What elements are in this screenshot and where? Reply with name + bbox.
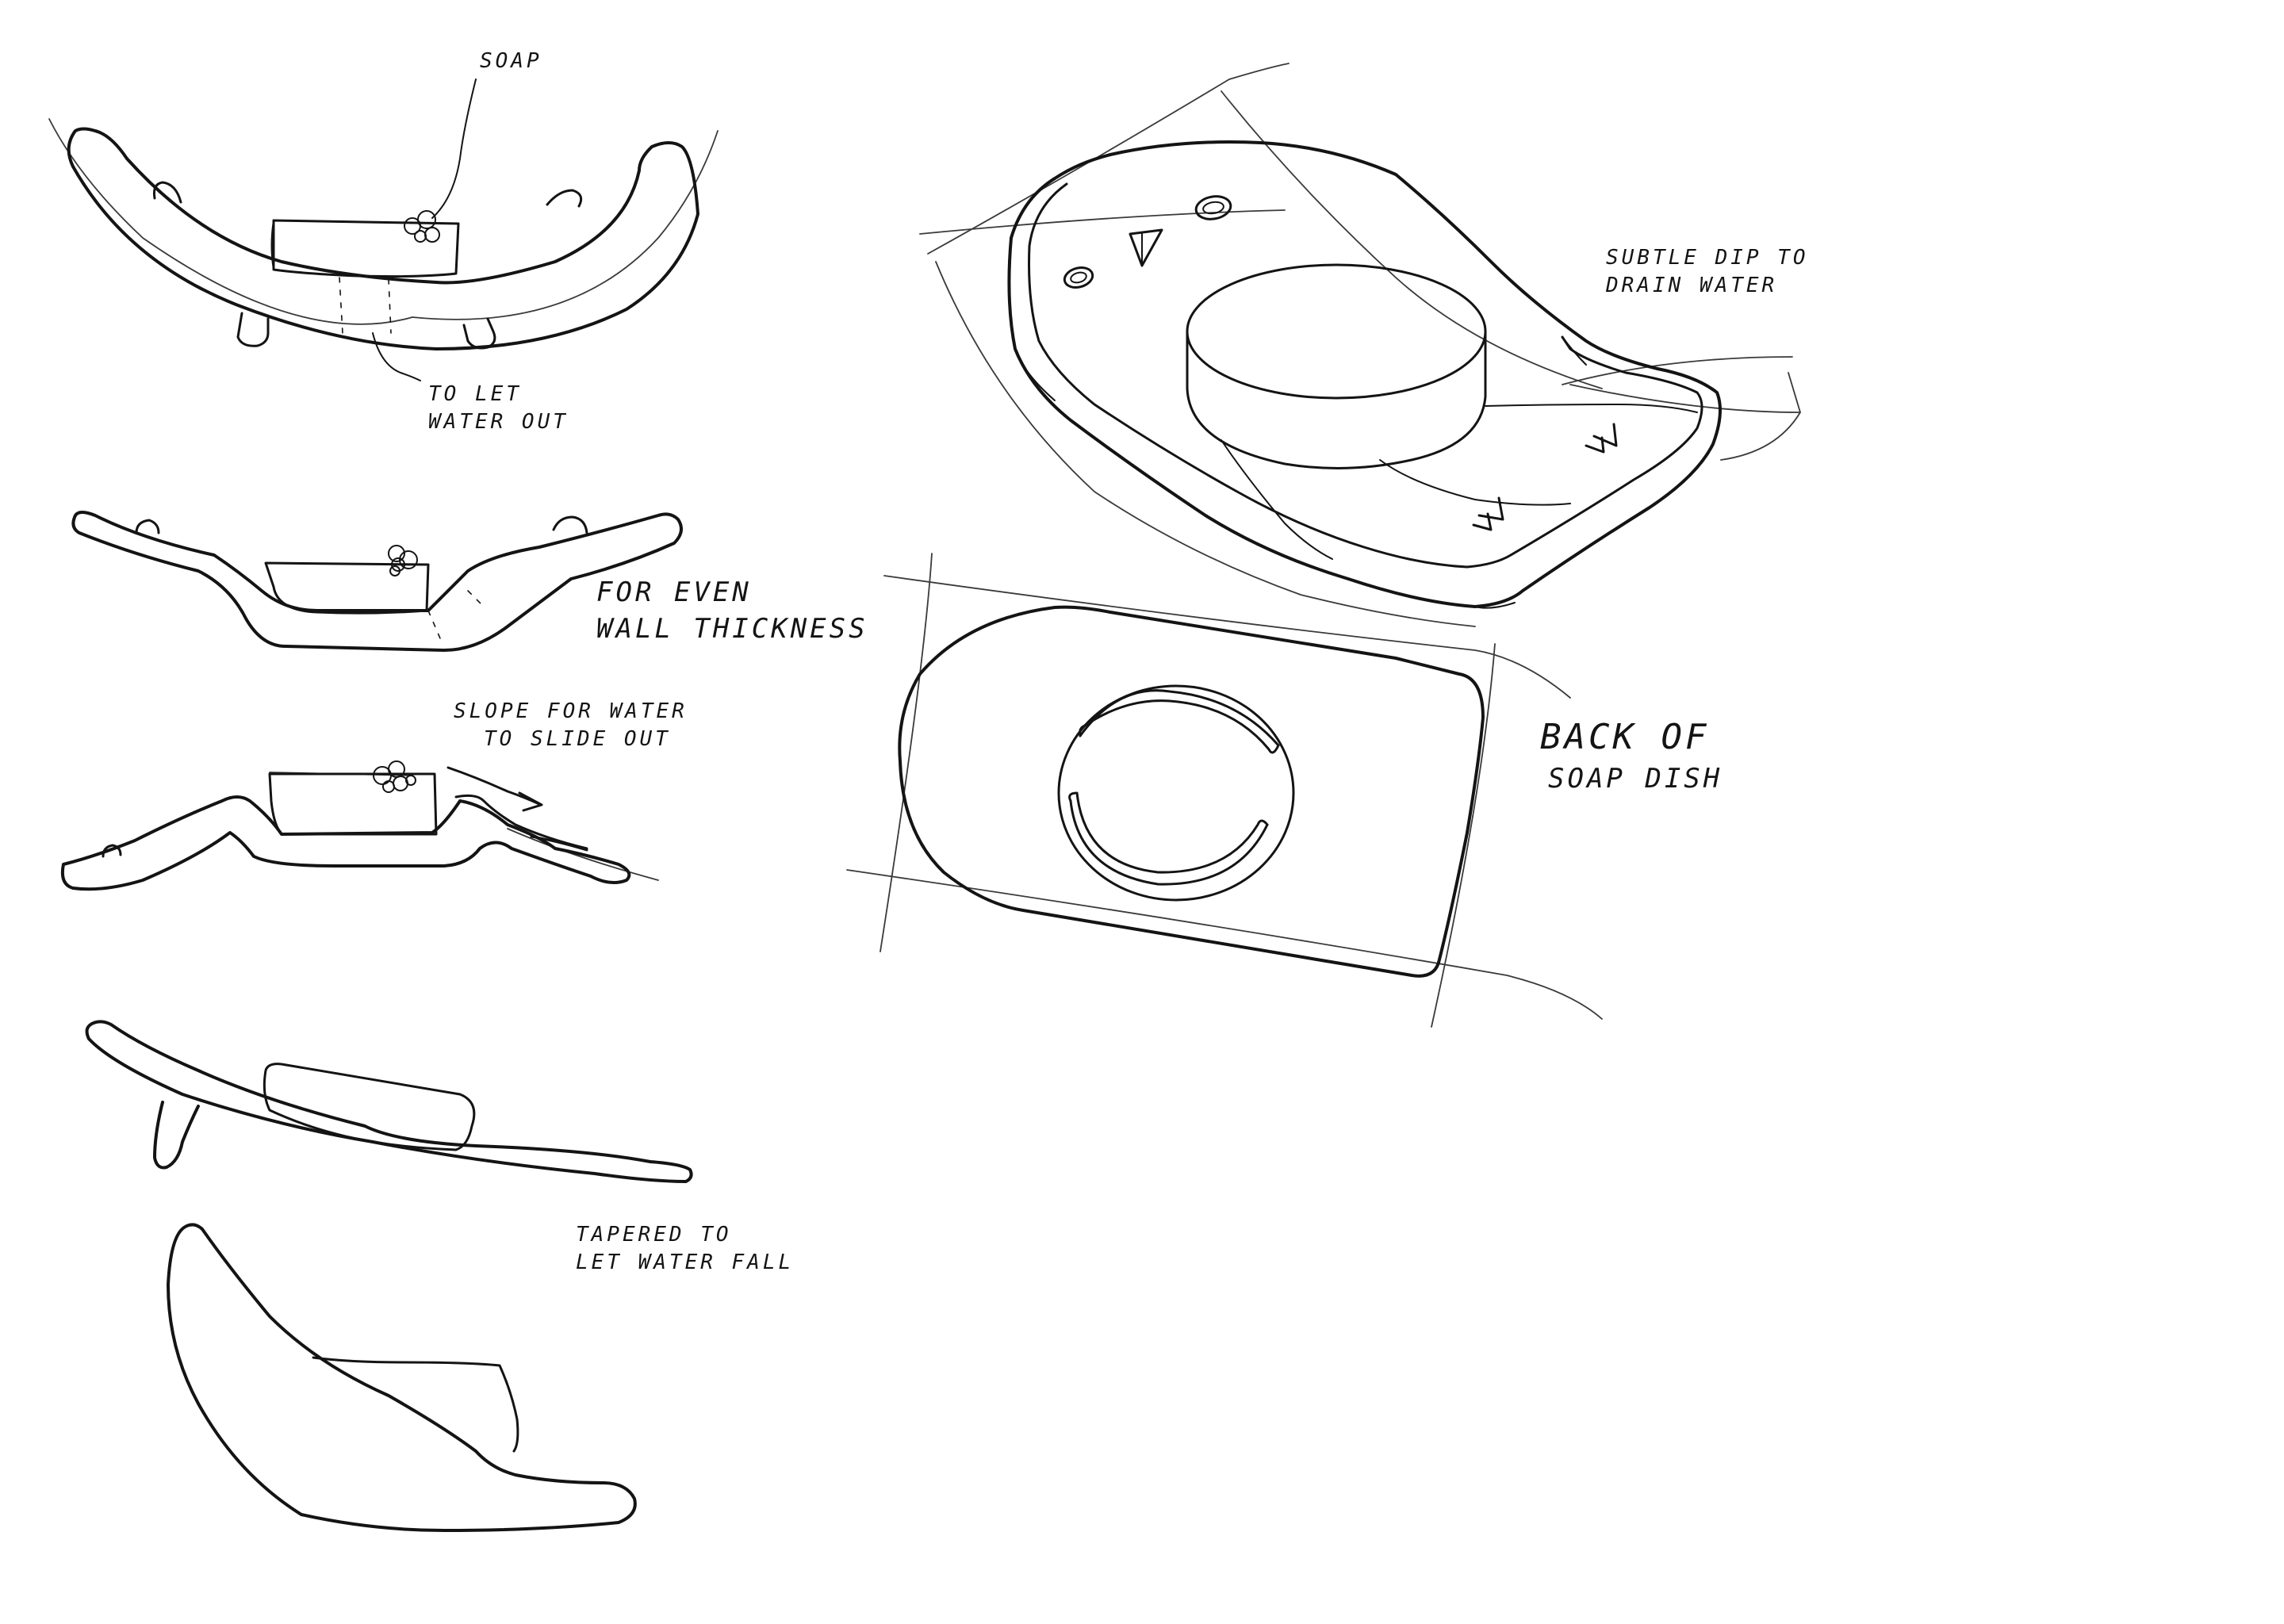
label-even-wall-line1: FOR EVEN: [596, 576, 752, 608]
sketch-slope-profile: [60, 760, 659, 891]
sketch-tapered-top: [167, 1223, 637, 1532]
label-slope: SLOPE FOR WATER TO SLIDE OUT: [454, 698, 688, 753]
label-even-wall: FOR EVEN WALL THICKNESS: [596, 575, 868, 648]
label-tapered: TAPERED TO LET WATER FALL: [576, 1221, 794, 1277]
label-slope-line2: TO SLIDE OUT: [484, 727, 671, 752]
label-subtle-dip-line1: SUBTLE DIP TO: [1606, 246, 1809, 270]
label-subtle-dip: SUBTLE DIP TO DRAIN WATER: [1606, 244, 1809, 300]
sketch-tapered-side: [85, 1020, 693, 1183]
label-slope-line1: SLOPE FOR WATER: [454, 699, 688, 723]
label-soap: SOAP: [480, 49, 542, 73]
label-soap-dish: SOAP DISH: [1548, 763, 1723, 795]
label-tapered-line1: TAPERED TO: [576, 1223, 732, 1247]
label-water-out-line1: TO LET: [428, 382, 522, 406]
label-subtle-dip-line2: DRAIN WATER: [1606, 274, 1778, 298]
sketch-isometric-top: [919, 63, 1801, 627]
label-tapered-line2: LET WATER FALL: [576, 1251, 795, 1275]
label-back-of: BACK OF: [1540, 717, 1710, 757]
label-water-out-line2: WATER OUT: [428, 410, 569, 435]
sketch-curved-dish: [48, 79, 719, 381]
sketch-even-wall: [71, 511, 683, 652]
sketch-back-view: [846, 553, 1603, 1028]
label-even-wall-line2: WALL THICKNESS: [596, 612, 868, 645]
label-water-out: TO LET WATER OUT: [428, 381, 569, 436]
